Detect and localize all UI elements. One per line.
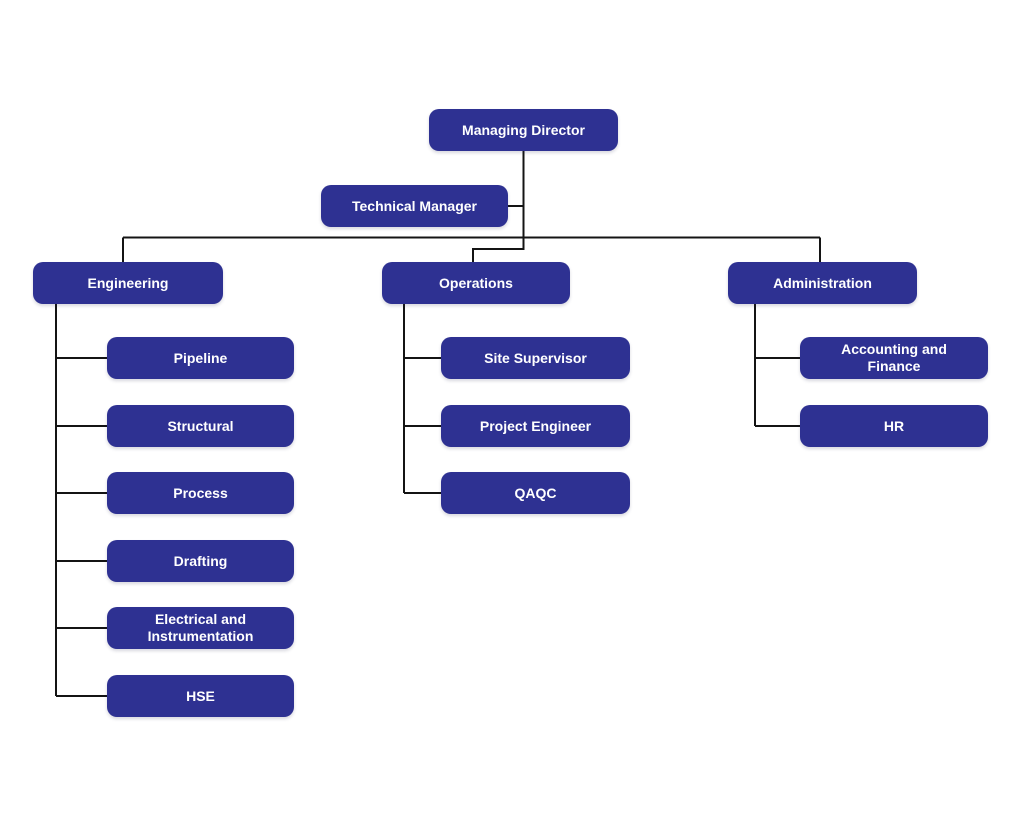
node-site-supervisor: Site Supervisor bbox=[441, 337, 630, 379]
node-pipeline: Pipeline bbox=[107, 337, 294, 379]
node-drafting: Drafting bbox=[107, 540, 294, 582]
node-accounting-and-finance: Accounting and Finance bbox=[800, 337, 988, 379]
connector-engineering-children bbox=[55, 304, 107, 697]
connector-administration-children bbox=[754, 304, 800, 427]
connector-operations-children bbox=[403, 304, 441, 494]
node-managing-director: Managing Director bbox=[429, 109, 618, 151]
node-electrical-and-instrumentation: Electrical and Instrumentation bbox=[107, 607, 294, 649]
node-hse: HSE bbox=[107, 675, 294, 717]
connector-root-to-operations bbox=[472, 151, 525, 262]
node-administration: Administration bbox=[728, 262, 917, 304]
node-operations: Operations bbox=[382, 262, 570, 304]
node-qaqc: QAQC bbox=[441, 472, 630, 514]
node-hr: HR bbox=[800, 405, 988, 447]
node-project-engineer: Project Engineer bbox=[441, 405, 630, 447]
node-engineering: Engineering bbox=[33, 262, 223, 304]
node-structural: Structural bbox=[107, 405, 294, 447]
node-process: Process bbox=[107, 472, 294, 514]
node-technical-manager: Technical Manager bbox=[321, 185, 508, 227]
